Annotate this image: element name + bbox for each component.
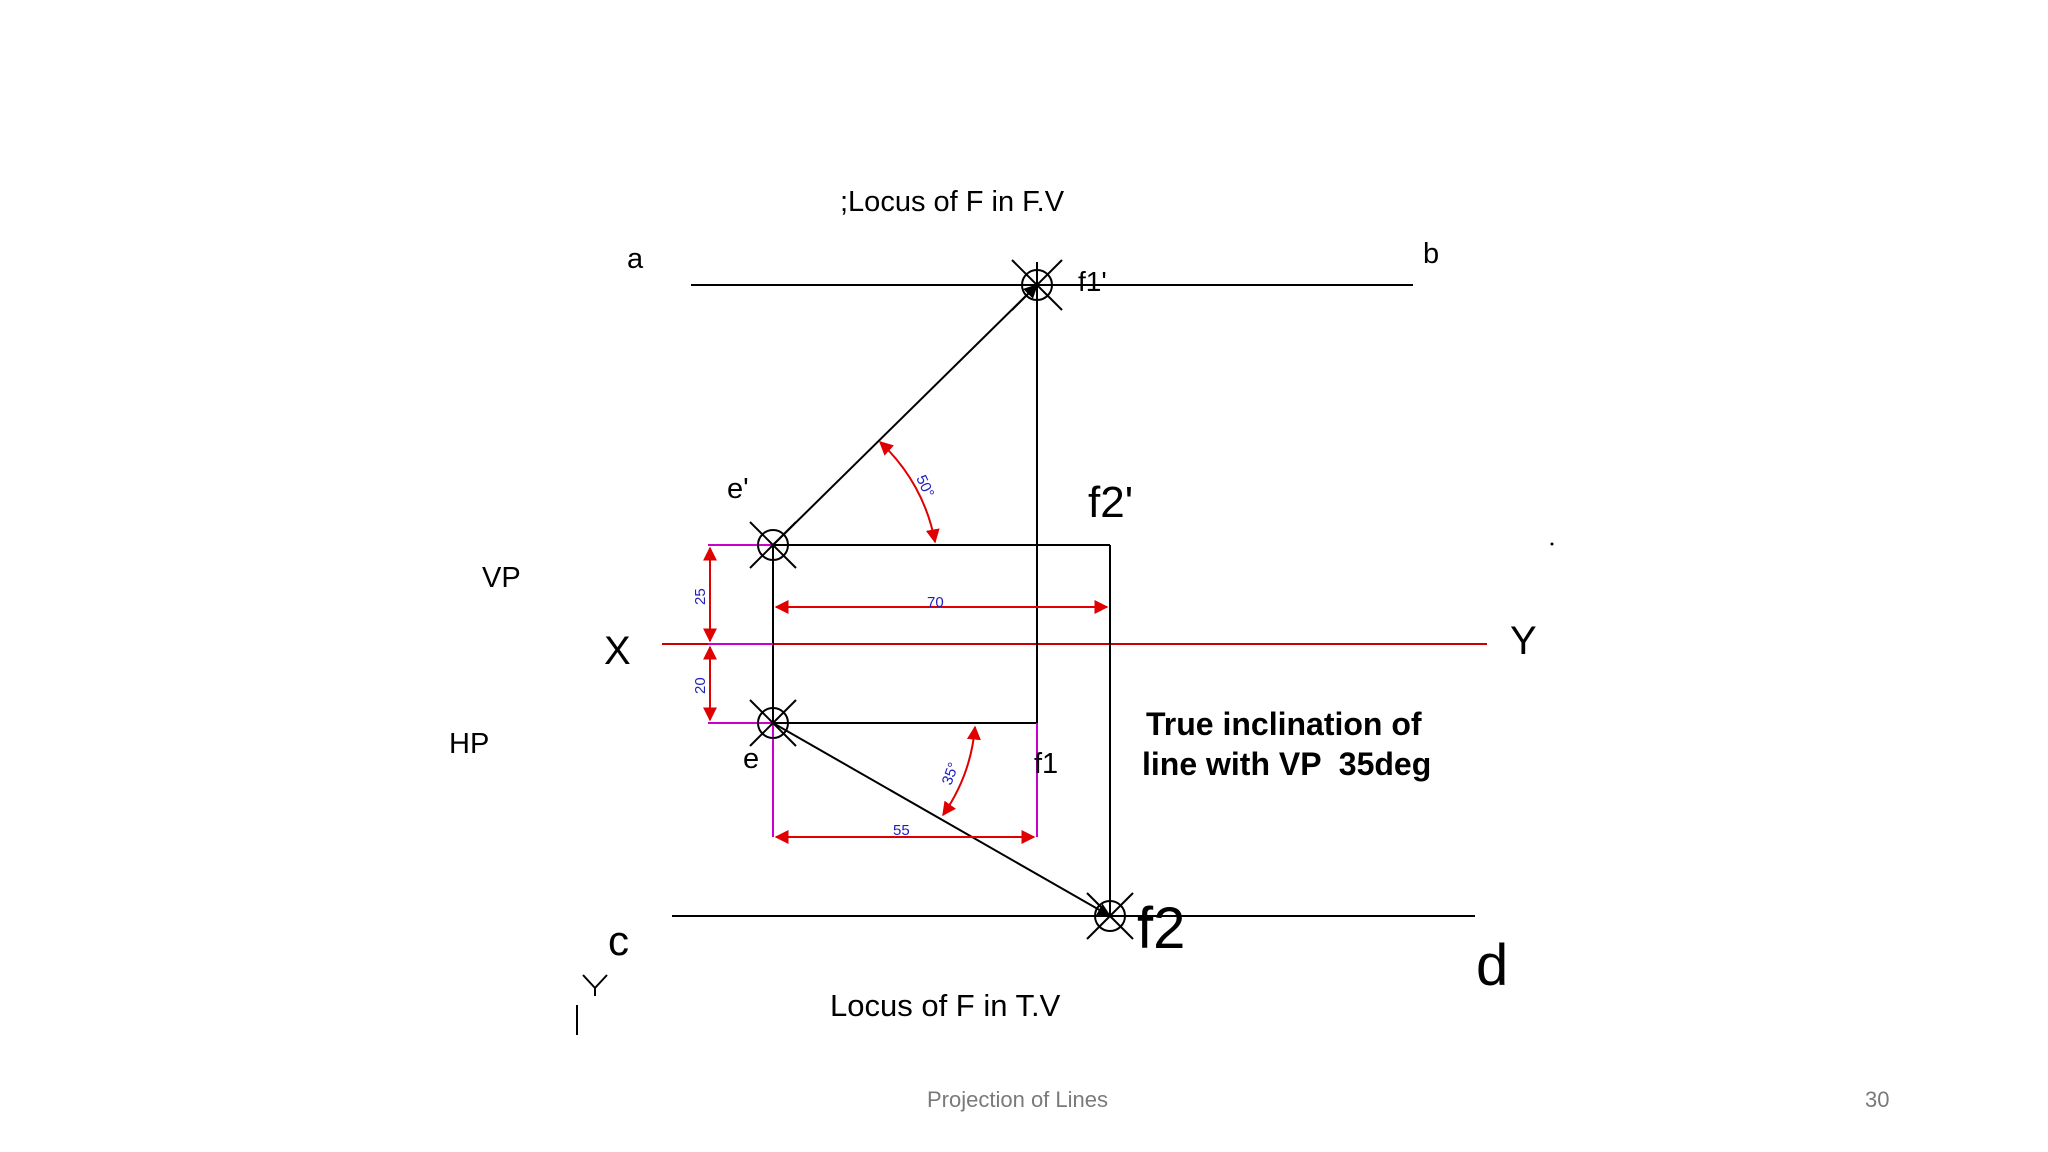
label-f1-prime: f1' bbox=[1078, 266, 1107, 297]
label-vp: VP bbox=[482, 562, 521, 594]
label-e-prime: e' bbox=[727, 473, 749, 505]
label-f1: f1 bbox=[1034, 748, 1058, 780]
dim-20-text: 20 bbox=[692, 677, 709, 694]
label-b: b bbox=[1423, 238, 1439, 270]
label-c: c bbox=[608, 917, 629, 964]
label-y: Y bbox=[1510, 619, 1537, 663]
point-f1-prime-marker bbox=[1011, 259, 1063, 311]
stray-dot bbox=[1550, 542, 1554, 546]
angle-50-arc bbox=[878, 441, 940, 544]
line-e-f2 bbox=[772, 722, 1112, 917]
locus-tv-label: Locus of F in T.V bbox=[830, 988, 1061, 1023]
label-hp: HP bbox=[449, 728, 489, 760]
label-f2-prime: f2' bbox=[1088, 478, 1133, 527]
dim-25-text: 25 bbox=[692, 588, 709, 605]
label-a: a bbox=[627, 243, 644, 275]
footer-title: Projection of Lines bbox=[927, 1087, 1108, 1112]
label-e: e bbox=[743, 743, 759, 775]
label-f2: f2 bbox=[1137, 896, 1185, 961]
angle-35-arc bbox=[942, 725, 981, 817]
true-inclination-line2: line with VP 35deg bbox=[1142, 746, 1431, 782]
locus-fv-label: ;Locus of F in F.V bbox=[840, 186, 1065, 218]
line-e-prime-f1-prime bbox=[772, 284, 1038, 546]
axis-glyph bbox=[576, 974, 608, 1035]
angle-35-text: 35° bbox=[939, 760, 963, 787]
label-d: d bbox=[1476, 933, 1508, 998]
dim-70-text: 70 bbox=[927, 594, 944, 611]
point-e-prime-marker bbox=[749, 521, 797, 569]
dim-55-text: 55 bbox=[893, 822, 910, 839]
page-number: 30 bbox=[1865, 1087, 1890, 1112]
point-f2-marker bbox=[1086, 892, 1134, 940]
true-inclination-line1: True inclination of bbox=[1146, 706, 1422, 742]
angle-50-text: 50° bbox=[912, 473, 937, 501]
label-x: X bbox=[604, 629, 631, 673]
point-e-marker bbox=[749, 699, 797, 747]
